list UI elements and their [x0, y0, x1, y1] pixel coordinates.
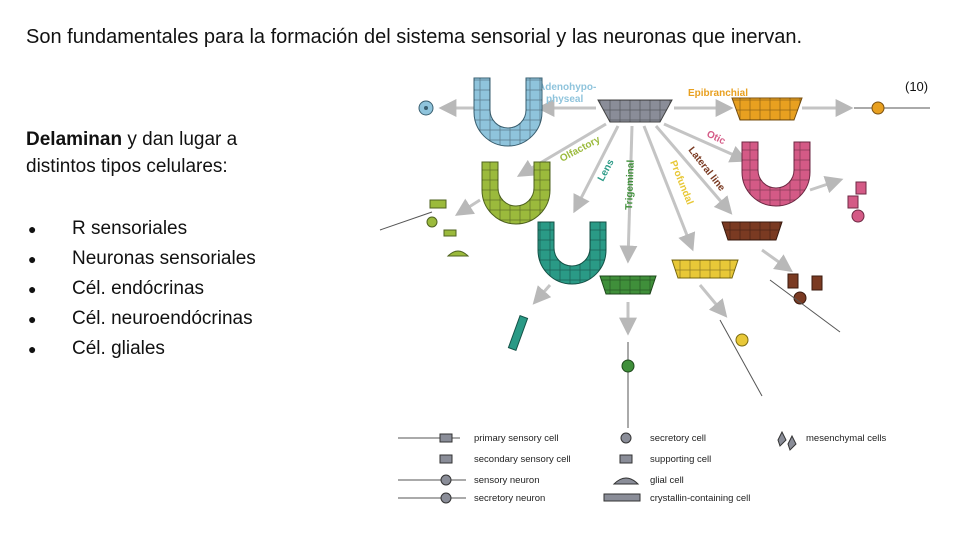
legend-secretory-cell: secretory cell [650, 433, 706, 444]
otic-neuron-icon [851, 209, 865, 223]
profundal-placode [671, 259, 763, 397]
lens-crystallin-cell-icon [507, 315, 529, 351]
lineage-arrows [438, 99, 854, 336]
otic-placode [741, 141, 867, 223]
diagram-legend: primary sensory cell secondary sensory c… [398, 430, 886, 504]
epibranchial-placode [731, 97, 930, 121]
lat-cell-icon-2 [811, 275, 823, 291]
legend-sensory-neuron-icon [440, 474, 452, 486]
otic-cell-icon-2 [847, 195, 859, 209]
legend-sensory-neuron: sensory neuron [474, 475, 539, 486]
label-adenohypophyseal-2: physeal [546, 94, 583, 105]
arrow-lateral-line [654, 125, 733, 215]
label-epibranchial: Epibranchial [688, 88, 748, 99]
lateral-line-placode [721, 221, 841, 333]
legend-secretory-neuron-icon [440, 492, 452, 504]
arrow-lat-cells [761, 248, 793, 273]
arrow-profundal [642, 125, 696, 252]
prof-neuron-icon [735, 333, 749, 347]
placode-diagram: Adenohypo- physeal Epibranchial Olfactor… [379, 77, 930, 504]
legend-primary-sensory-cell: primary sensory cell [474, 433, 558, 444]
pre-placodal-cells [598, 100, 672, 122]
legend-secondary-icon [439, 454, 453, 464]
olf-glial-icon [446, 250, 470, 257]
legend-crystallin-cell-icon [603, 493, 641, 502]
reference-number: (10) [905, 79, 929, 94]
secretory-cell-nucleus-icon [424, 106, 428, 110]
arrow-otic [663, 122, 749, 163]
trigeminal-placode [599, 275, 657, 428]
label-adenohypophyseal-1: Adenohypo- [538, 82, 596, 93]
olf-cup-cells [482, 162, 550, 224]
list-item: Cél. neuroendócrinas [26, 304, 256, 334]
legend-mesenchymal-cells-icon [777, 430, 797, 451]
prof-neuron-axon [719, 319, 763, 397]
lead-text-part-2: distintos tipos celulares: [26, 156, 228, 177]
olf-neuron-icon [426, 216, 438, 228]
list-item: Cél. endócrinas [26, 274, 256, 304]
arrow-otic-cells [809, 176, 844, 194]
legend-glial-cell-icon [612, 477, 640, 485]
olf-cell-icon [429, 199, 447, 209]
olf-support-icon [443, 229, 457, 237]
lead-bold-word: Delaminan [26, 129, 123, 150]
list-item: R sensoriales [26, 214, 256, 244]
legend-secondary-sensory-cell: secondary sensory cell [474, 454, 571, 465]
list-item: Neuronas sensoriales [26, 244, 256, 274]
legend-secretory-cell-icon [620, 432, 632, 444]
adeno-cup-cells [474, 78, 542, 146]
trig-neuron-icon [621, 359, 635, 373]
lens-placode [507, 221, 607, 351]
arrow-lens-cell [532, 284, 552, 305]
legend-glial-cell: glial cell [650, 475, 684, 486]
arrow-lens [573, 125, 620, 214]
trig-cells [600, 276, 656, 294]
olfactory-placode [379, 161, 551, 257]
slide-title: Son fundamentales para la formación del … [26, 26, 802, 48]
arrow-trigeminal [619, 125, 638, 264]
label-trigeminal: Trigeminal [624, 160, 637, 211]
legend-supporting-cell: supporting cell [650, 454, 711, 465]
otic-cup-cells [742, 142, 810, 206]
legend-crystallin-containing-cell: crystallin-containing cell [650, 493, 750, 504]
arrow-olf-cells [454, 198, 481, 216]
lens-cup-cells [538, 222, 606, 284]
arrow-prof-neuron [698, 284, 728, 318]
lat-cell-icon-1 [787, 273, 799, 289]
lat-cells [722, 222, 782, 240]
cell-type-list: R sensoriales Neuronas sensoriales Cél. … [26, 214, 256, 364]
prof-cells [672, 260, 738, 278]
olf-neuron-axon [379, 211, 433, 231]
lat-neuron-axon [769, 279, 841, 333]
legend-supporting-cell-icon [619, 454, 633, 464]
lead-text: Delaminan y dan lugar a distintos tipos … [26, 126, 237, 180]
epi-neuron-icon [871, 101, 885, 115]
lead-text-part-1: y dan lugar a [122, 129, 238, 150]
list-item: Cél. gliales [26, 334, 256, 364]
pre-placodal-region [597, 99, 673, 123]
adenohypophyseal-placode [418, 77, 543, 147]
legend-mesenchymal-cells: mesenchymal cells [806, 433, 886, 444]
legend-secretory-neuron: secretory neuron [474, 493, 545, 504]
epi-cells [732, 98, 802, 120]
otic-cell-icon-1 [855, 181, 867, 195]
legend-primary-icon [439, 433, 453, 443]
